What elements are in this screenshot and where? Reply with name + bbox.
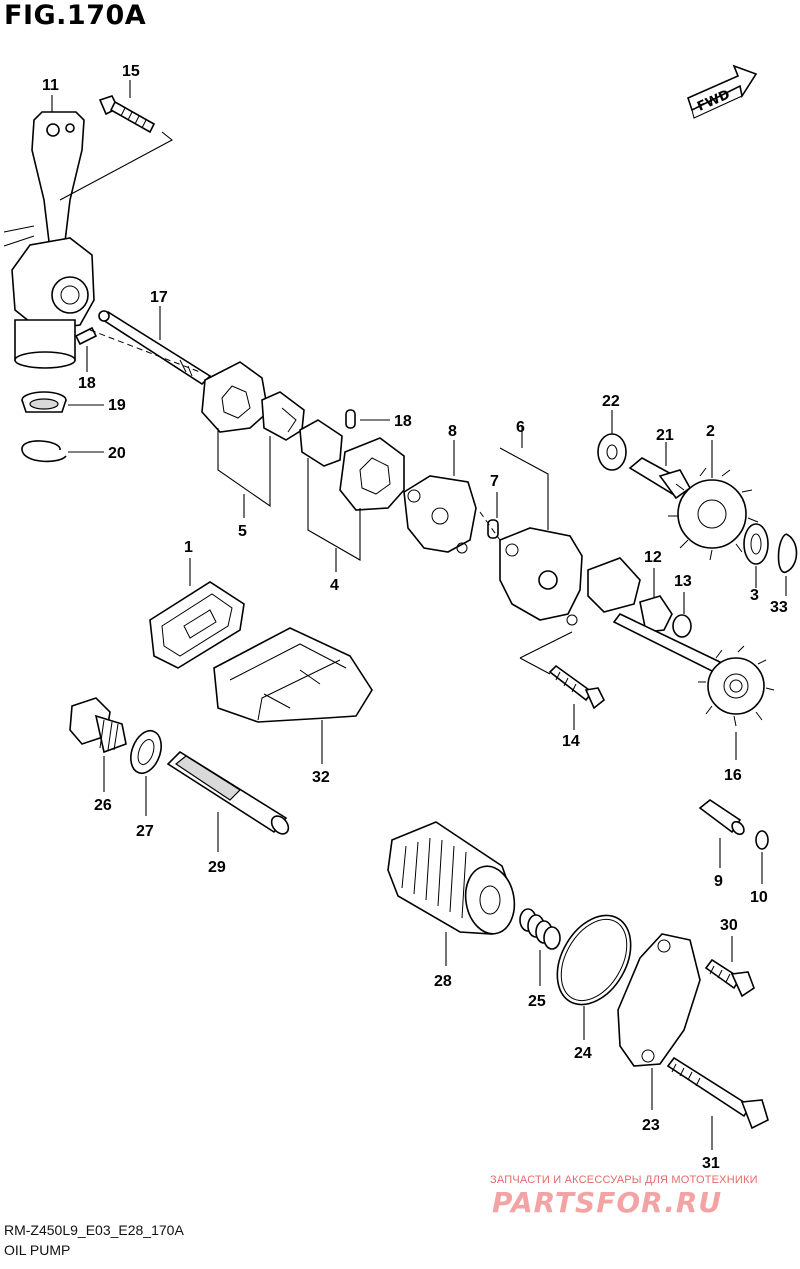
- callout-9: 9: [714, 873, 723, 890]
- callout-21: 21: [656, 427, 674, 444]
- callout-23: 23: [642, 1117, 660, 1134]
- part-11-oil-pipe: [3, 111, 95, 369]
- callout-3: 3: [750, 587, 759, 604]
- part-15-bolt: [98, 95, 156, 134]
- part-6-pump-body: [499, 527, 583, 626]
- callout-27: 27: [136, 823, 154, 840]
- part-18-pin-a: [74, 326, 98, 346]
- part-19-nut: [21, 391, 67, 413]
- callout-6: 6: [516, 419, 525, 436]
- callout-26: 26: [94, 797, 112, 814]
- part-12-bushing: [587, 557, 673, 633]
- part-14-bolt: [548, 664, 606, 710]
- callout-2: 2: [706, 423, 715, 440]
- callout-13: 13: [674, 573, 692, 590]
- watermark-tagline: ЗАПЧАСТИ И АКСЕССУАРЫ ДЛЯ МОТОТЕХНИКИ: [490, 1174, 758, 1186]
- part-26-drain-plug: [69, 697, 127, 754]
- callout-5: 5: [238, 523, 247, 540]
- part-8-pump-cover: [403, 475, 477, 554]
- part-25-spring: [519, 908, 561, 950]
- fwd-arrow-icon: FWD: [687, 64, 758, 119]
- callout-33: 33: [770, 599, 788, 616]
- part-29-screen-filter: [166, 750, 290, 835]
- part-20-circlip: [21, 440, 67, 463]
- callout-30: 30: [720, 917, 738, 934]
- callout-14: 14: [562, 733, 580, 750]
- callout-32: 32: [312, 769, 330, 786]
- part-10-oring: [755, 830, 769, 850]
- callout-4: 4: [330, 577, 339, 594]
- part-33-circlip: [777, 533, 798, 573]
- part-31-bolt: [666, 1056, 769, 1130]
- callout-17: 17: [150, 289, 168, 306]
- callout-11: 11: [42, 77, 59, 94]
- callout-18b: 18: [394, 413, 412, 430]
- callout-8: 8: [448, 423, 457, 440]
- part-7-pin: [487, 519, 499, 539]
- footer-name: OIL PUMP: [4, 1242, 71, 1258]
- callout-18a: 18: [78, 375, 96, 392]
- callout-24: 24: [574, 1045, 592, 1062]
- part-17-shaft: [98, 310, 212, 386]
- part-22-washer: [597, 433, 627, 471]
- callout-15: 15: [122, 63, 140, 80]
- callout-25: 25: [528, 993, 546, 1010]
- callout-31: 31: [702, 1155, 720, 1172]
- part-24-oring: [556, 914, 632, 1006]
- part-2-gear: [668, 467, 759, 561]
- callout-1: 1: [184, 539, 193, 556]
- part-1-gasket: [149, 581, 245, 669]
- part-16-shaft-gear: [612, 612, 775, 727]
- part-21-fitting: [628, 457, 692, 500]
- part-18-pin-b: [345, 409, 356, 429]
- part-13-oring: [672, 614, 692, 638]
- part-32-cover: [213, 627, 373, 723]
- part-27-washer: [130, 729, 162, 775]
- part-4-rotor-set: [299, 419, 405, 511]
- part-28-oil-filter: [387, 821, 516, 935]
- watermark-brand: PARTSFOR.RU: [492, 1186, 723, 1219]
- part-30-bolt: [704, 958, 755, 998]
- callout-12: 12: [644, 549, 662, 566]
- callout-7: 7: [490, 473, 499, 490]
- callout-16: 16: [724, 767, 742, 784]
- callout-20: 20: [108, 445, 126, 462]
- part-23-filter-cover: [617, 933, 701, 1067]
- callout-22: 22: [602, 393, 620, 410]
- callout-19: 19: [108, 397, 126, 414]
- callout-29: 29: [208, 859, 226, 876]
- callout-10: 10: [750, 889, 768, 906]
- callout-28: 28: [434, 973, 452, 990]
- footer-code: RM-Z450L9_E03_E28_170A: [4, 1222, 184, 1238]
- part-3-washer: [743, 523, 769, 565]
- part-5-rotor-set: [201, 361, 305, 441]
- part-9-fitting: [698, 799, 745, 836]
- figure-title: FIG.170A: [4, 0, 147, 31]
